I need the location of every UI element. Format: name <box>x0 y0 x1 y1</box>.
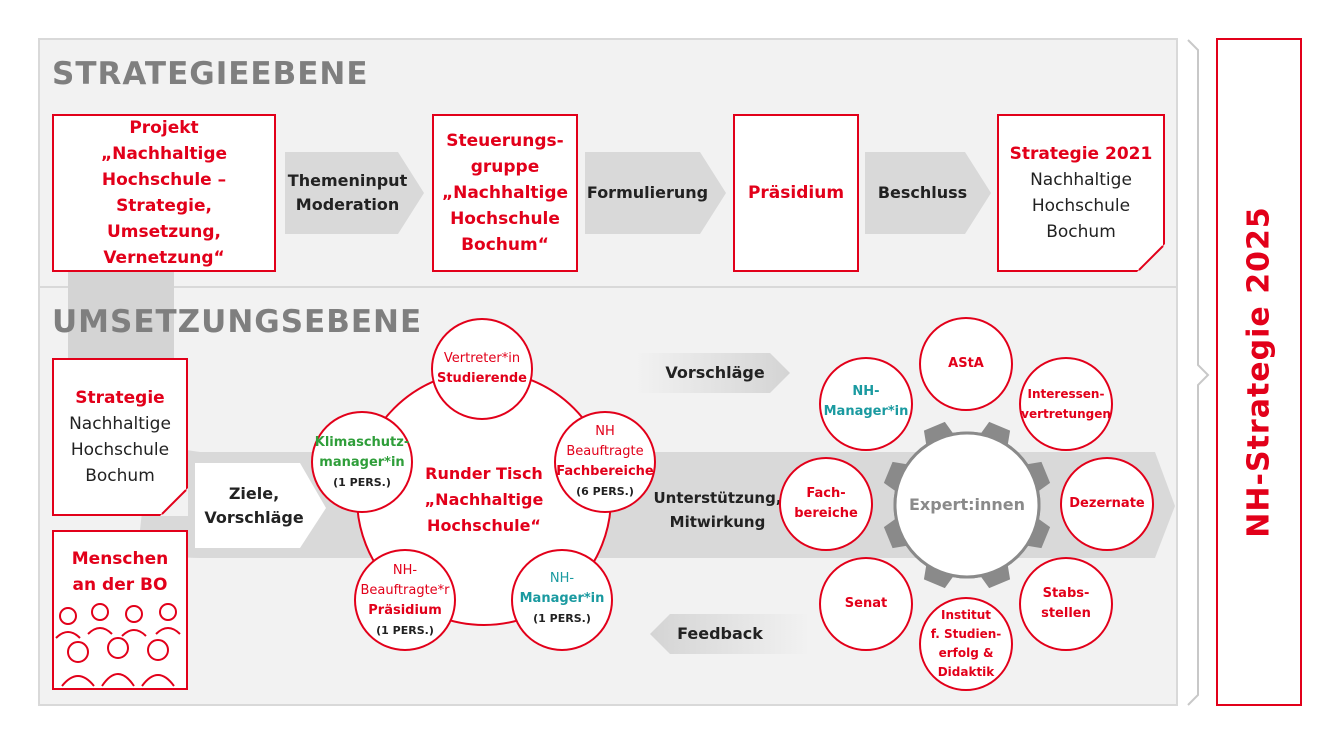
strategy-doc-line1: Nachhaltige <box>69 414 171 434</box>
node-dept-count: (6 PERS.) <box>576 485 634 498</box>
arrow-ziele-line2: Vorschläge <box>204 508 304 527</box>
arrow-support-line2: Mitwirkung <box>669 513 766 531</box>
steering-line-5: Bochum“ <box>461 235 549 255</box>
node-manager-line2: Manager*in <box>519 591 605 606</box>
strategy-2021-line3: Bochum <box>1046 222 1116 242</box>
node-department-reps: NH Beauftragte Fachbereiche (6 PERS.) <box>555 422 655 502</box>
strategy-level-title: STRATEGIEEBENE <box>52 56 369 92</box>
steering-line-3: „Nachhaltige <box>441 183 569 203</box>
node-climate-line2: manager*in <box>319 455 405 470</box>
strategy-2021-document: Strategie 2021 Nachhaltige Hochschule Bo… <box>997 114 1165 272</box>
expert-asta: AStA <box>926 350 1006 378</box>
arrow-themeninput-line2: Moderation <box>295 195 400 214</box>
node-nh-manager: NH- Manager*in (1 PERS.) <box>512 568 612 630</box>
expert-dezernate: Dezernate <box>1062 490 1152 518</box>
implementation-level-title: UMSETZUNGSEBENE <box>52 304 423 340</box>
arrow-beschluss-label: Beschluss <box>877 183 968 202</box>
strategy-doc-line3: Bochum <box>85 466 155 486</box>
expert-asta-label: AStA <box>948 356 984 371</box>
node-dept-line3: Fachbereiche <box>556 464 654 479</box>
expert-institut-line3: erfolg & <box>938 646 994 660</box>
arrow-themeninput-line1: Themeninput <box>287 171 408 190</box>
node-presidium-rep: NH- Beauftragte*r Präsidium (1 PERS.) <box>355 562 455 640</box>
expert-institut-line4: Didaktik <box>937 665 995 679</box>
experts-center-label: Expert:innen <box>909 495 1025 514</box>
steering-line-1: Steuerungs- <box>446 131 564 151</box>
expert-nh-manager: NH- Manager*in <box>823 382 909 422</box>
arrow-support-line1: Unterstützung, <box>653 489 782 507</box>
node-manager-count: (1 PERS.) <box>533 612 591 625</box>
strategy-doc-line2: Hochschule <box>70 440 170 460</box>
strategy-2021-title: Strategie 2021 <box>1009 144 1153 164</box>
node-manager-line1: NH- <box>549 571 575 586</box>
strategy-2021-line2: Hochschule <box>1031 196 1131 216</box>
project-box: Projekt „Nachhaltige Hochschule – Strate… <box>52 114 276 272</box>
round-table-line1: Runder Tisch <box>425 464 543 483</box>
node-presidium-line3: Präsidium <box>368 603 442 618</box>
expert-stabs-line2: stellen <box>1041 606 1091 621</box>
steering-line-4: Hochschule <box>450 209 560 229</box>
expert-stabs-line1: Stabs- <box>1042 586 1090 601</box>
project-box-label: Projekt „Nachhaltige Hochschule – Strate… <box>100 118 228 268</box>
expert-manager-line1: NH- <box>852 384 880 399</box>
people-line1: Menschen <box>71 549 169 569</box>
arrow-support: Unterstützung, Mitwirkung <box>653 484 782 536</box>
arrow-ziele-line1: Ziele, <box>228 484 280 503</box>
round-table-line3: Hochschule“ <box>427 516 541 535</box>
arrow-vorschlaege: Vorschläge <box>655 360 775 386</box>
arrow-beschluss: Beschluss <box>865 160 980 226</box>
strategy-document: Strategie Nachhaltige Hochschule Bochum <box>52 358 188 516</box>
expert-senat-label: Senat <box>844 596 888 611</box>
side-label-box <box>1216 38 1302 706</box>
expert-stabsstellen: Stabs- stellen <box>1026 584 1106 624</box>
steering-group-box: Steuerungs- gruppe „Nachhaltige Hochschu… <box>432 114 578 272</box>
expert-senat: Senat <box>826 590 906 618</box>
folded-corner-icon <box>1137 244 1165 272</box>
expert-fach-line1: Fach- <box>806 486 846 501</box>
arrow-formulierung-label: Formulierung <box>586 183 709 202</box>
expert-interest-line1: Interessen- <box>1027 387 1105 401</box>
arrow-feedback: Feedback <box>660 621 780 647</box>
round-table-center: Runder Tisch „Nachhaltige Hochschule“ <box>404 460 564 540</box>
arrow-vorschlaege-label: Vorschläge <box>665 363 765 382</box>
expert-interest-line2: vertretungen <box>1021 407 1111 421</box>
node-climate-count: (1 PERS.) <box>333 476 391 489</box>
praesidium-box: Präsidium <box>733 114 859 272</box>
expert-institut-line1: Institut <box>940 608 991 622</box>
arrow-feedback-label: Feedback <box>677 624 763 643</box>
node-students: Vertreter*in Studierende <box>432 340 532 398</box>
expert-institut-line2: f. Studien- <box>930 627 1002 641</box>
round-table-line2: „Nachhaltige <box>424 490 544 509</box>
node-dept-line2: Beauftragte <box>566 444 644 459</box>
node-presidium-count: (1 PERS.) <box>376 624 434 637</box>
arrow-themeninput: Themeninput Moderation <box>285 160 410 226</box>
expert-dezernate-label: Dezernate <box>1069 496 1145 511</box>
praesidium-label: Präsidium <box>747 183 845 203</box>
node-climate-manager: Klimaschutz- manager*in (1 PERS.) <box>310 432 414 494</box>
node-climate-line1: Klimaschutz- <box>314 435 410 450</box>
strategy-2021-line1: Nachhaltige <box>1030 170 1132 190</box>
expert-institut: Institut f. Studien- erfolg & Didaktik <box>926 604 1006 684</box>
people-line2: an der BO <box>72 575 168 595</box>
expert-interest-groups: Interessen- vertretungen <box>1021 384 1111 424</box>
side-label: NH-Strategie 2025 <box>1241 206 1277 538</box>
folded-corner-icon <box>160 488 188 516</box>
arrow-formulierung: Formulierung <box>585 160 710 226</box>
node-students-line2: Studierende <box>436 371 528 386</box>
expert-fach-line2: bereiche <box>794 506 858 521</box>
people-crowd-icon <box>55 603 181 687</box>
arrow-ziele: Ziele, Vorschläge <box>195 472 313 540</box>
expert-departments: Fach- bereiche <box>786 484 866 524</box>
experts-center: Expert:innen <box>905 490 1029 520</box>
steering-line-2: gruppe <box>470 157 540 177</box>
node-students-line1: Vertreter*in <box>443 351 521 366</box>
expert-manager-line2: Manager*in <box>823 404 909 419</box>
node-dept-line1: NH <box>595 424 615 439</box>
node-presidium-line2: Beauftragte*r <box>360 583 450 598</box>
strategy-doc-title: Strategie <box>75 388 165 408</box>
node-presidium-line1: NH- <box>392 563 418 578</box>
